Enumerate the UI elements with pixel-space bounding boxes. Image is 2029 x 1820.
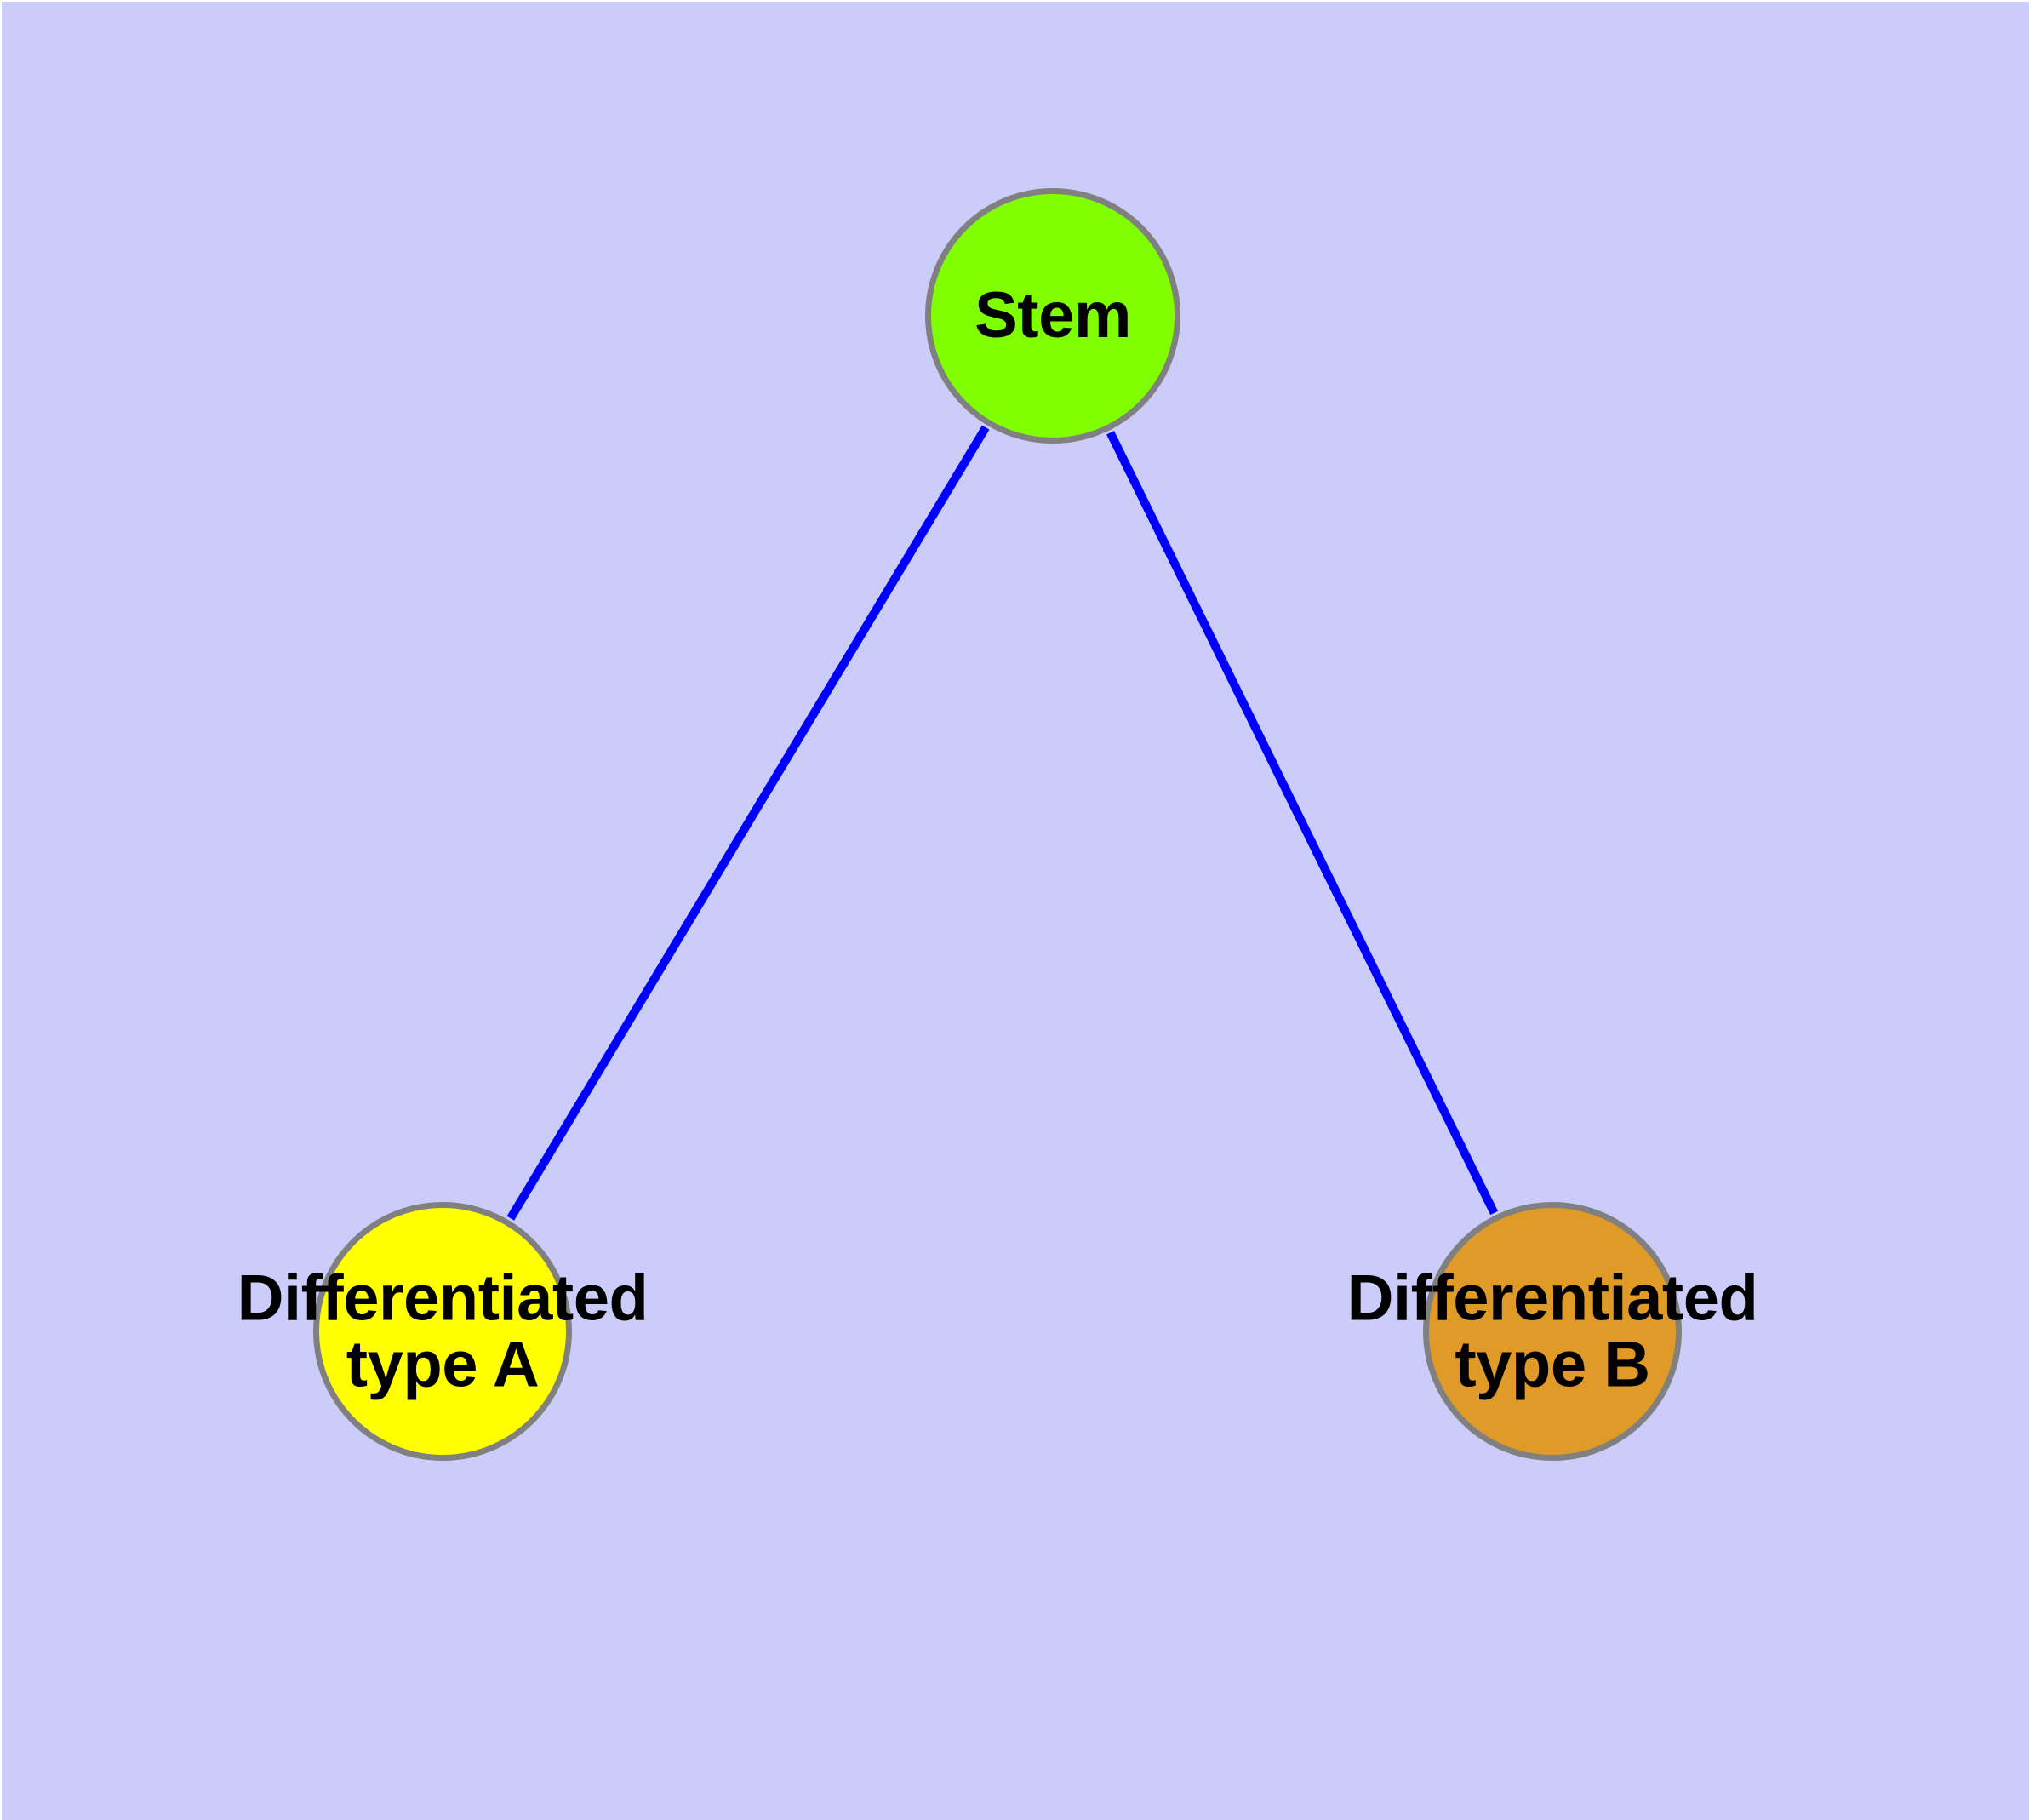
edge-layer (506, 425, 1499, 1221)
graph-node-diff_b[interactable] (1423, 1202, 1682, 1461)
graph-edge[interactable] (1106, 431, 1499, 1216)
graph-node-stem[interactable] (925, 188, 1180, 444)
node-layer (313, 188, 1682, 1461)
graph-node-diff_a[interactable] (313, 1202, 572, 1461)
graph-edge[interactable] (506, 425, 990, 1221)
